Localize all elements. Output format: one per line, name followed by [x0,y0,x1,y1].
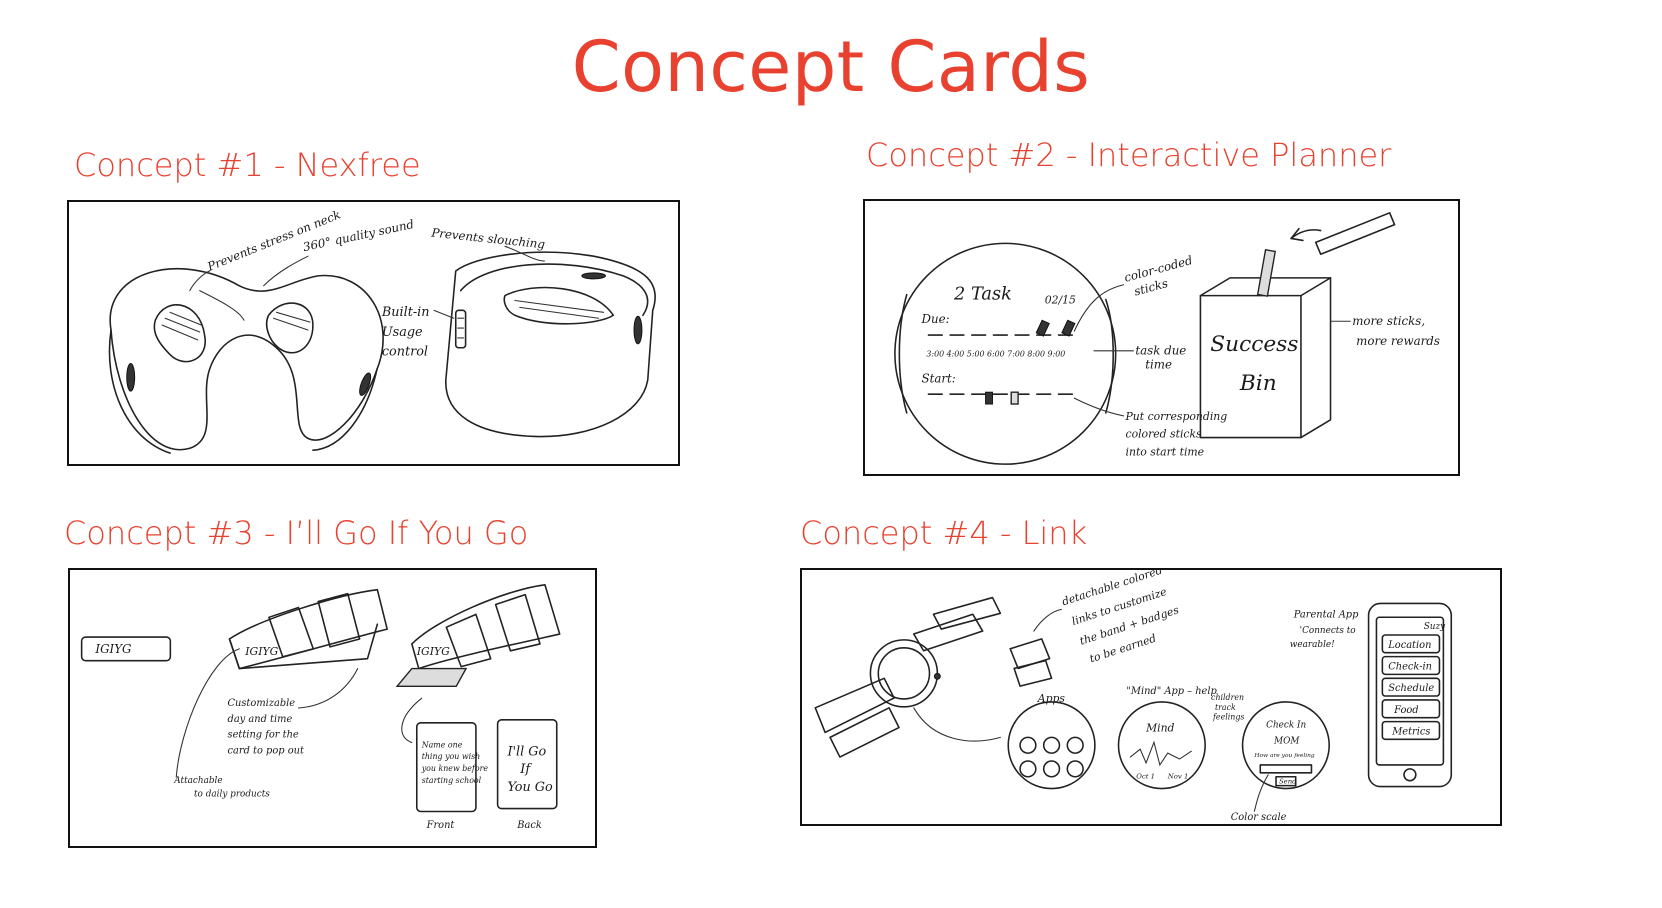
note-attach-2: to daily products [194,790,270,800]
note-igiyg-device-1: IGIYG [244,645,278,658]
concept-2-sketch-card: 2 Task 02/15 Due: 3:00 4:00 5:00 6:00 7:… [863,199,1460,476]
note-parental: Parental App [1293,609,1359,620]
concept-1-heading: Concept #1 - Nexfree [74,146,421,184]
concept-3-sketch-card: IGIYG IGIYG IGIYG Name one thing you wis… [68,568,597,848]
planner-sketch: 2 Task 02/15 Due: 3:00 4:00 5:00 6:00 7:… [894,212,1440,465]
note-front-4: starting school [422,776,482,785]
note-how: How are you feeling [1253,753,1315,759]
igiyg-sketch: IGIYG IGIYG IGIYG Name one thing you wis… [80,583,561,831]
page-title: Concept Cards [571,26,1091,108]
note-front-label: Front [426,820,455,831]
note-bin-2: Bin [1239,371,1277,396]
note-apps: Apps [1037,692,1066,705]
concept-1-sketch-card: Prevents stress on neck 360° quality sou… [67,200,680,466]
note-back-1: I'll Go [506,744,546,759]
concept-3-heading: Concept #3 - I’ll Go If You Go [64,514,529,552]
note-color-scale: Color scale [1231,812,1287,823]
note-back-label: Back [516,820,542,831]
note-times: 3:00 4:00 5:00 6:00 7:00 8:00 9:00 [926,350,1065,359]
note-igiyg-device-2: IGIYG [416,645,450,658]
note-bin-1: Success [1210,332,1298,357]
note-mom: MOM [1273,736,1300,746]
note-food: Food [1393,705,1418,716]
note-suzy: Suzy [1424,622,1446,632]
note-mind-app-3: track [1215,703,1236,712]
note-custom-4: card to pop out [228,745,304,756]
note-put-2: colored sticks [1126,428,1203,441]
note-mind-app-4: feelings [1212,713,1244,722]
note-prevents-slouching: Prevents slouching [430,225,546,251]
neck-pillow-sketch: Prevents stress on neck 360° quality sou… [108,207,656,454]
note-custom-2: day and time [228,714,293,725]
note-connects: 'Connects to [1300,626,1356,636]
note-location: Location [1387,640,1431,651]
note-custom-1: Customizable [228,698,296,709]
note-back-2: If [519,762,532,777]
note-back-3: You Go [507,780,553,795]
note-built-in: Built-in [381,305,430,320]
note-task-due: task due [1135,344,1186,358]
note-task: 2 Task [953,285,1012,305]
note-nov: Nov 1 [1167,773,1189,781]
note-metrics: Metrics [1391,726,1430,737]
note-front-2: thing you wish [422,752,481,761]
note-mind-app: "Mind" App – help [1126,686,1217,697]
note-custom-3: setting for the [228,730,299,741]
note-control: control [382,345,428,360]
note-more-2: more rewards [1356,334,1440,348]
note-put-3: into start time [1126,445,1205,458]
link-sketch: detachable colored links to customize th… [814,570,1453,823]
note-front-3: you knew before [421,764,489,773]
note-due: Due: [921,312,950,326]
note-send: Send [1279,778,1297,786]
note-mind-app-2: children [1211,693,1244,702]
note-check-in-btn: Check-in [1388,661,1432,672]
note-usage: Usage [382,325,423,340]
note-wearable: wearable! [1290,640,1335,650]
concept-4-heading: Concept #4 - Link [800,514,1088,552]
note-start: Start: [922,371,956,385]
note-attach-1: Attachable [173,776,222,786]
note-more-1: more sticks, [1352,314,1425,328]
note-igiyg-tag: IGIYG [94,642,131,656]
note-put-1: Put corresponding [1125,410,1228,423]
concept-2-heading: Concept #2 - Interactive Planner [866,136,1392,174]
note-check-in: Check In [1266,721,1306,731]
note-time: time [1145,358,1172,372]
note-oct: Oct 1 [1136,773,1155,781]
note-date: 02/15 [1045,293,1076,306]
note-mind: Mind [1145,721,1174,734]
note-schedule: Schedule [1388,683,1434,694]
note-front-1: Name one [421,740,463,749]
concept-4-sketch-card: detachable colored links to customize th… [800,568,1502,826]
